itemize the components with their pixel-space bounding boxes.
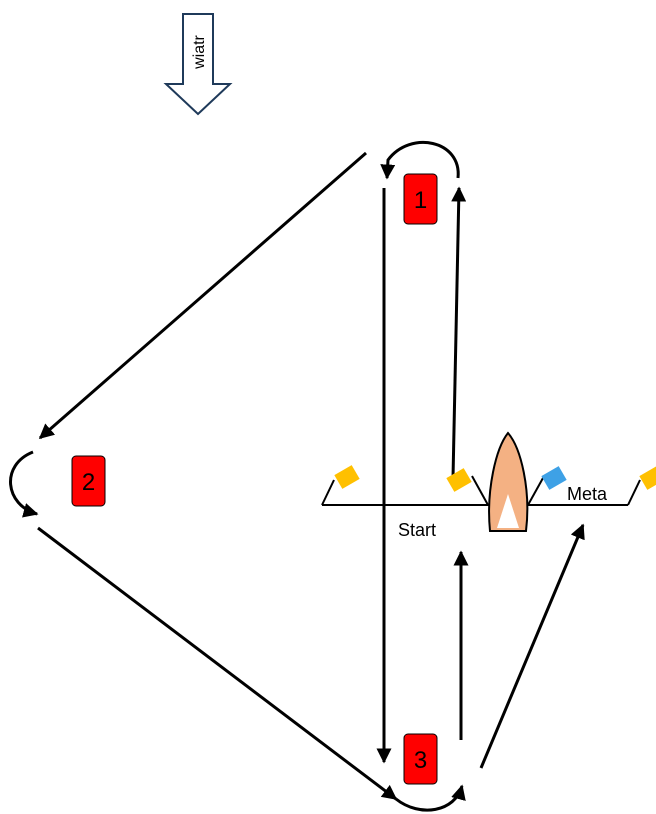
wind-arrow-shape bbox=[163, 13, 233, 116]
wind-arrow: wiatr bbox=[163, 13, 233, 116]
start-label: Start bbox=[398, 520, 436, 540]
start-line: Start bbox=[321, 465, 490, 540]
boat-wake bbox=[497, 494, 519, 528]
leg-mark-1-to-mark-2 bbox=[38, 151, 367, 440]
course-legs bbox=[9, 140, 585, 812]
leg-mark-3-to-finish bbox=[479, 523, 585, 769]
finish-pin-pole bbox=[627, 479, 641, 506]
mark-1-box bbox=[403, 173, 438, 225]
finish-committee-flag bbox=[541, 466, 567, 490]
committee-boat bbox=[488, 431, 529, 532]
boat-hull bbox=[488, 431, 529, 532]
mark-1-label: 1 bbox=[414, 187, 427, 214]
start-boat-flag bbox=[446, 468, 472, 492]
leg-start-to-mark-1 bbox=[451, 186, 467, 479]
mark-3-label: 3 bbox=[414, 747, 427, 774]
mark-1: 1 bbox=[403, 173, 438, 225]
start-pin-pole bbox=[321, 479, 335, 506]
rounding-arc-mark-1 bbox=[380, 140, 460, 180]
rounding-arc-mark-2 bbox=[9, 450, 39, 518]
finish-pin-flag bbox=[639, 466, 656, 490]
leg-mark-2-to-mark-3 bbox=[37, 526, 398, 801]
mark-2-box bbox=[71, 455, 106, 507]
mark-3: 3 bbox=[403, 733, 438, 785]
finish-line: Meta bbox=[524, 466, 656, 506]
finish-label: Meta bbox=[567, 484, 608, 504]
rounding-arc-mark-3 bbox=[395, 784, 466, 812]
mark-2-label: 2 bbox=[82, 469, 95, 496]
wind-label: wiatr bbox=[191, 34, 208, 69]
start-pin-flag bbox=[334, 465, 360, 489]
mark-2: 2 bbox=[71, 455, 106, 507]
mark-3-box bbox=[403, 733, 438, 785]
finish-committee-flag-pole bbox=[527, 477, 544, 506]
start-boat-flag-pole bbox=[471, 475, 489, 506]
